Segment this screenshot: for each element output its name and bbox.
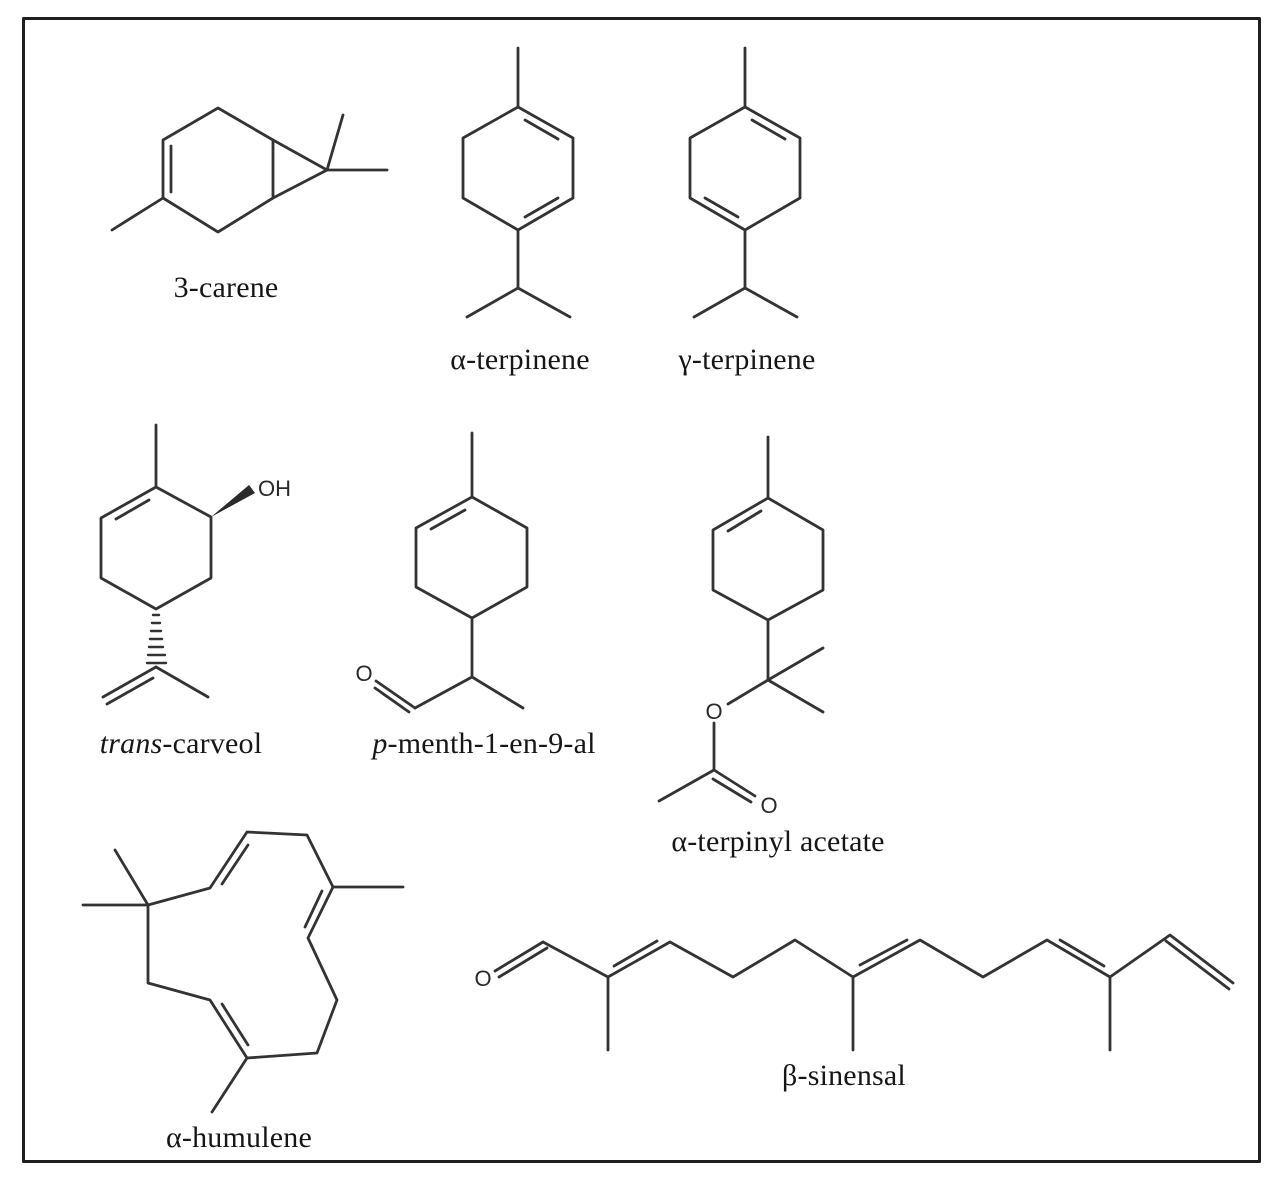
wedge-bond: [211, 485, 255, 517]
aldehyde-bond: [493, 940, 545, 973]
ring-bond: [161, 106, 275, 234]
structure-gamma-terpinene: [688, 46, 802, 319]
label-alpha-terpinyl-acetate: α-terpinyl acetate: [671, 825, 885, 858]
label-trans-carveol: trans-carveol: [99, 727, 263, 760]
double-bond-inner: [373, 686, 411, 714]
o-atom-label: O: [355, 661, 372, 686]
o-atom-label: O: [474, 966, 491, 991]
methyl-bond: [766, 678, 825, 714]
structure-3-carene: [110, 106, 389, 234]
double-bond-inner: [711, 777, 753, 804]
double-bond: [101, 665, 158, 699]
label-gamma-terpinene: γ-terpinene: [678, 343, 816, 376]
double-bond-inner: [220, 843, 250, 886]
double-bond-inner: [703, 196, 740, 219]
label-alpha-terpinene: α-terpinene: [450, 343, 590, 376]
structure-beta-sinensal: O: [474, 933, 1235, 1052]
double-bond-inner: [429, 508, 467, 531]
double-bond-inner: [523, 196, 560, 219]
structure-trans-carveol: OH: [99, 423, 291, 706]
methyl-bond: [210, 1056, 249, 1114]
double-bond-inner: [858, 938, 909, 967]
structure-p-menth-1-en-9-al: O: [355, 431, 529, 714]
cyclopropane-bond: [271, 138, 329, 200]
methyl-bond: [110, 196, 165, 232]
figure-frame: [22, 17, 1261, 1163]
macrocycle-bond: [146, 830, 339, 1060]
hash-wedge-bond: [145, 613, 168, 665]
o-atom-label: O: [705, 699, 722, 724]
methyl-bond: [154, 665, 210, 699]
double-bond-inner: [114, 498, 151, 521]
carbonyl-bond: [712, 768, 757, 798]
structure-alpha-terpinyl-acetate: O O: [657, 435, 825, 818]
structure-alpha-terpinene: [461, 46, 575, 319]
double-bond-inner: [612, 939, 659, 968]
ring-bond: [688, 105, 802, 232]
methyl-bond: [325, 113, 345, 172]
ring-bond: [414, 495, 529, 620]
double-bond-inner: [750, 118, 787, 141]
ring-bond: [711, 496, 825, 622]
double-bond-inner: [726, 509, 763, 533]
double-bond-inner: [523, 118, 560, 141]
label-p-menth-1-en-9-al: p-menth-1-en-9-al: [372, 727, 596, 760]
double-bond-inner: [1164, 939, 1231, 991]
ring-bond: [461, 105, 575, 232]
label-alpha-humulene: α-humulene: [165, 1121, 313, 1154]
oh-atom-label: OH: [258, 476, 291, 501]
double-bond-inner: [220, 1002, 250, 1047]
ring-bond: [99, 485, 213, 611]
aldehyde-bond: [374, 679, 417, 710]
double-bond-inner: [1058, 938, 1106, 968]
ester-o-bond: [726, 678, 770, 706]
side-chain-bond: [413, 616, 525, 710]
label-3-carene: 3-carene: [173, 271, 279, 304]
double-bond-inner: [497, 946, 549, 979]
isopropyl-bond: [692, 228, 799, 319]
methyl-bond: [113, 848, 150, 907]
chain-bond: [541, 933, 1235, 985]
label-beta-sinensal: β-sinensal: [782, 1059, 906, 1092]
double-bond-inner: [105, 676, 155, 706]
o-atom-label: O: [760, 793, 777, 818]
methyl-bond: [657, 768, 716, 803]
structure-alpha-humulene: [81, 830, 405, 1114]
isopropyl-bond: [465, 228, 572, 319]
methyl-bond: [766, 646, 825, 682]
double-bond-inner: [303, 889, 324, 929]
